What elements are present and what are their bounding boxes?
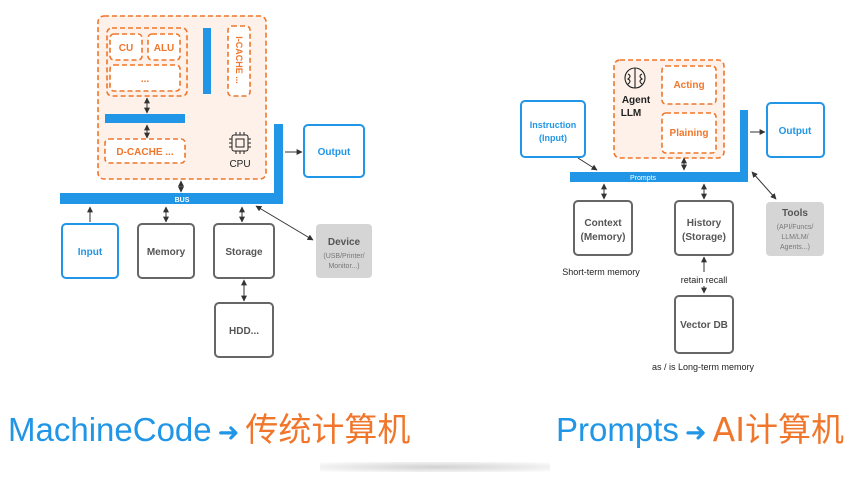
device-sub-2: Monitor...): [328, 263, 359, 270]
arrow-instruction-to-prompts: [577, 157, 598, 171]
alu-label: ALU: [154, 43, 175, 54]
alu-box: [147, 33, 181, 61]
input-label: Input: [78, 247, 103, 258]
agent-label-2: LLM: [621, 108, 642, 119]
tools-sub-3: Agents...): [780, 244, 810, 251]
cpu-chip-icon: [229, 132, 251, 154]
history-label-2: (Storage): [682, 232, 726, 243]
icache-label: I-CACHE ...: [234, 36, 244, 84]
dcache-box: [104, 138, 186, 164]
cpu-label: CPU: [229, 159, 250, 170]
hdd-box: [214, 302, 274, 358]
caption-left-a: MachineCode: [8, 411, 212, 448]
device-title: Device: [328, 237, 361, 248]
caption-right: Prompts➜AI计算机: [556, 410, 844, 452]
storage-label: Storage: [225, 247, 263, 258]
arrow-right-icon: ➜: [217, 417, 240, 447]
history-label-1: History: [687, 218, 722, 229]
output-box: [303, 124, 365, 178]
arrow-right-icon: ➜: [684, 417, 707, 447]
register-label: ...: [141, 74, 150, 85]
context-box: [573, 200, 633, 256]
tools-title: Tools: [782, 208, 808, 219]
prompts-bus-riser: [740, 110, 748, 182]
long-term-label: as / is Long-term memory: [652, 362, 755, 372]
bus-label: BUS: [175, 197, 190, 204]
hdd-label: HDD...: [229, 326, 259, 337]
prompts-label: Prompts: [630, 175, 657, 182]
instruction-label-2: (Input): [539, 133, 567, 143]
output-label: Output: [318, 147, 351, 158]
vectordb-box: [674, 295, 734, 354]
short-term-label: Short-term memory: [562, 267, 640, 277]
memory-label: Memory: [147, 247, 186, 258]
arrow-tools-bus: [751, 171, 777, 200]
cu-box: [109, 33, 143, 61]
caption-right-b: AI计算机: [712, 410, 844, 449]
dcache-label: D-CACHE ...: [116, 147, 173, 158]
register-box: [109, 64, 181, 92]
caption-right-a: Prompts: [556, 411, 679, 448]
plaining-box: [661, 112, 717, 154]
input-box: [61, 223, 119, 279]
tools-box: [766, 202, 824, 256]
acting-label: Acting: [673, 80, 704, 91]
agent-label-1: Agent: [622, 95, 651, 106]
instruction-label-1: Instruction: [530, 120, 577, 130]
system-bus-riser: [274, 124, 283, 204]
system-bus: [60, 193, 282, 204]
acting-box: [661, 65, 717, 105]
history-box: [674, 200, 734, 256]
caption-left-b: 传统计算机: [245, 410, 411, 449]
prompts-bus: [570, 172, 748, 182]
retain-bg: [672, 272, 736, 286]
tools-sub-1: (API/Funcs/: [777, 224, 814, 231]
context-label-2: (Memory): [580, 232, 625, 243]
internal-bus-vertical: [203, 28, 211, 94]
context-label-1: Context: [584, 218, 622, 229]
device-box: [316, 224, 372, 278]
cu-label: CU: [119, 43, 133, 54]
memory-box: [137, 223, 195, 279]
core-group: [106, 27, 188, 97]
caption-left: MachineCode➜传统计算机: [8, 410, 410, 452]
brain-icon: [624, 67, 646, 89]
instruction-box: [520, 100, 586, 158]
tools-sub-2: LLM/LM/: [781, 234, 808, 241]
vectordb-label: Vector DB: [680, 320, 728, 331]
retain-recall-label: retain recall: [681, 275, 728, 285]
bottom-shadow: [320, 462, 550, 472]
plaining-label: Plaining: [670, 128, 709, 139]
arrow-device-bus: [255, 205, 314, 241]
internal-bus-horizontal: [105, 114, 185, 123]
right-output-label: Output: [779, 126, 812, 137]
device-sub-1: (USB/Printer/: [323, 253, 364, 260]
right-output-box: [766, 102, 825, 158]
icache-box: [227, 25, 251, 97]
